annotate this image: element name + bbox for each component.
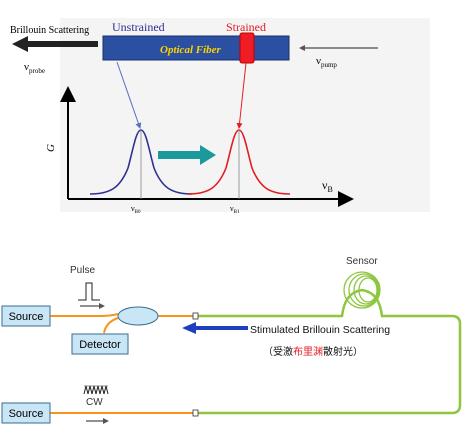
source-top-box [1, 305, 51, 327]
stimulated-scattering-arrow [182, 322, 248, 334]
bottom-panel: Sensor Source Detector Source Pulse CW S… [1, 256, 462, 424]
fiber-coupler [117, 306, 159, 326]
detector-box [71, 333, 129, 355]
nu-probe-label: νprobe [24, 61, 45, 75]
cw-label: CW [86, 397, 103, 408]
japanese-label: （受激布里渊散射光） [263, 345, 363, 358]
nu-pump-label: νpump [316, 55, 337, 69]
pulse-label: Pulse [70, 265, 95, 276]
cw-waveform-icon [83, 385, 109, 395]
connector-top [192, 312, 199, 320]
sensing-fiber-loop [197, 288, 462, 415]
connector-bottom [192, 409, 199, 417]
strained-pointer-arrow [236, 62, 247, 129]
strained-section [239, 32, 255, 64]
backscatter-arrow [12, 36, 98, 52]
sensor-coil [343, 271, 381, 309]
nu-b0-label: νB0 [131, 204, 141, 215]
optical-fiber-label: Optical Fiber [160, 44, 222, 56]
g-axis-label: G [45, 144, 57, 152]
optical-fiber-bar [102, 35, 290, 61]
pulse-waveform-icon [78, 282, 100, 301]
source-bottom-label: Source [9, 408, 44, 420]
source-top-label: Source [9, 311, 44, 323]
source-bottom-box [1, 402, 51, 424]
nu-b1-label: νB1 [230, 204, 240, 215]
detector-fiber [103, 317, 119, 334]
frequency-shift-arrow [158, 145, 216, 165]
brillouin-scattering-label: Brillouin Scattering [10, 25, 89, 36]
top-panel: Brillouin Scattering νprobe Unstrained S… [10, 18, 430, 215]
unstrained-label: Unstrained [112, 20, 165, 34]
sensor-label: Sensor [346, 256, 378, 267]
detector-label: Detector [79, 339, 121, 351]
unstrained-pointer-arrow [116, 61, 142, 129]
nu-b-axis-label: νB [322, 178, 333, 194]
strained-label: Strained [226, 20, 266, 34]
source-top-fiber [50, 313, 119, 317]
stimulated-scattering-label: Stimulated Brillouin Scattering [250, 324, 390, 336]
